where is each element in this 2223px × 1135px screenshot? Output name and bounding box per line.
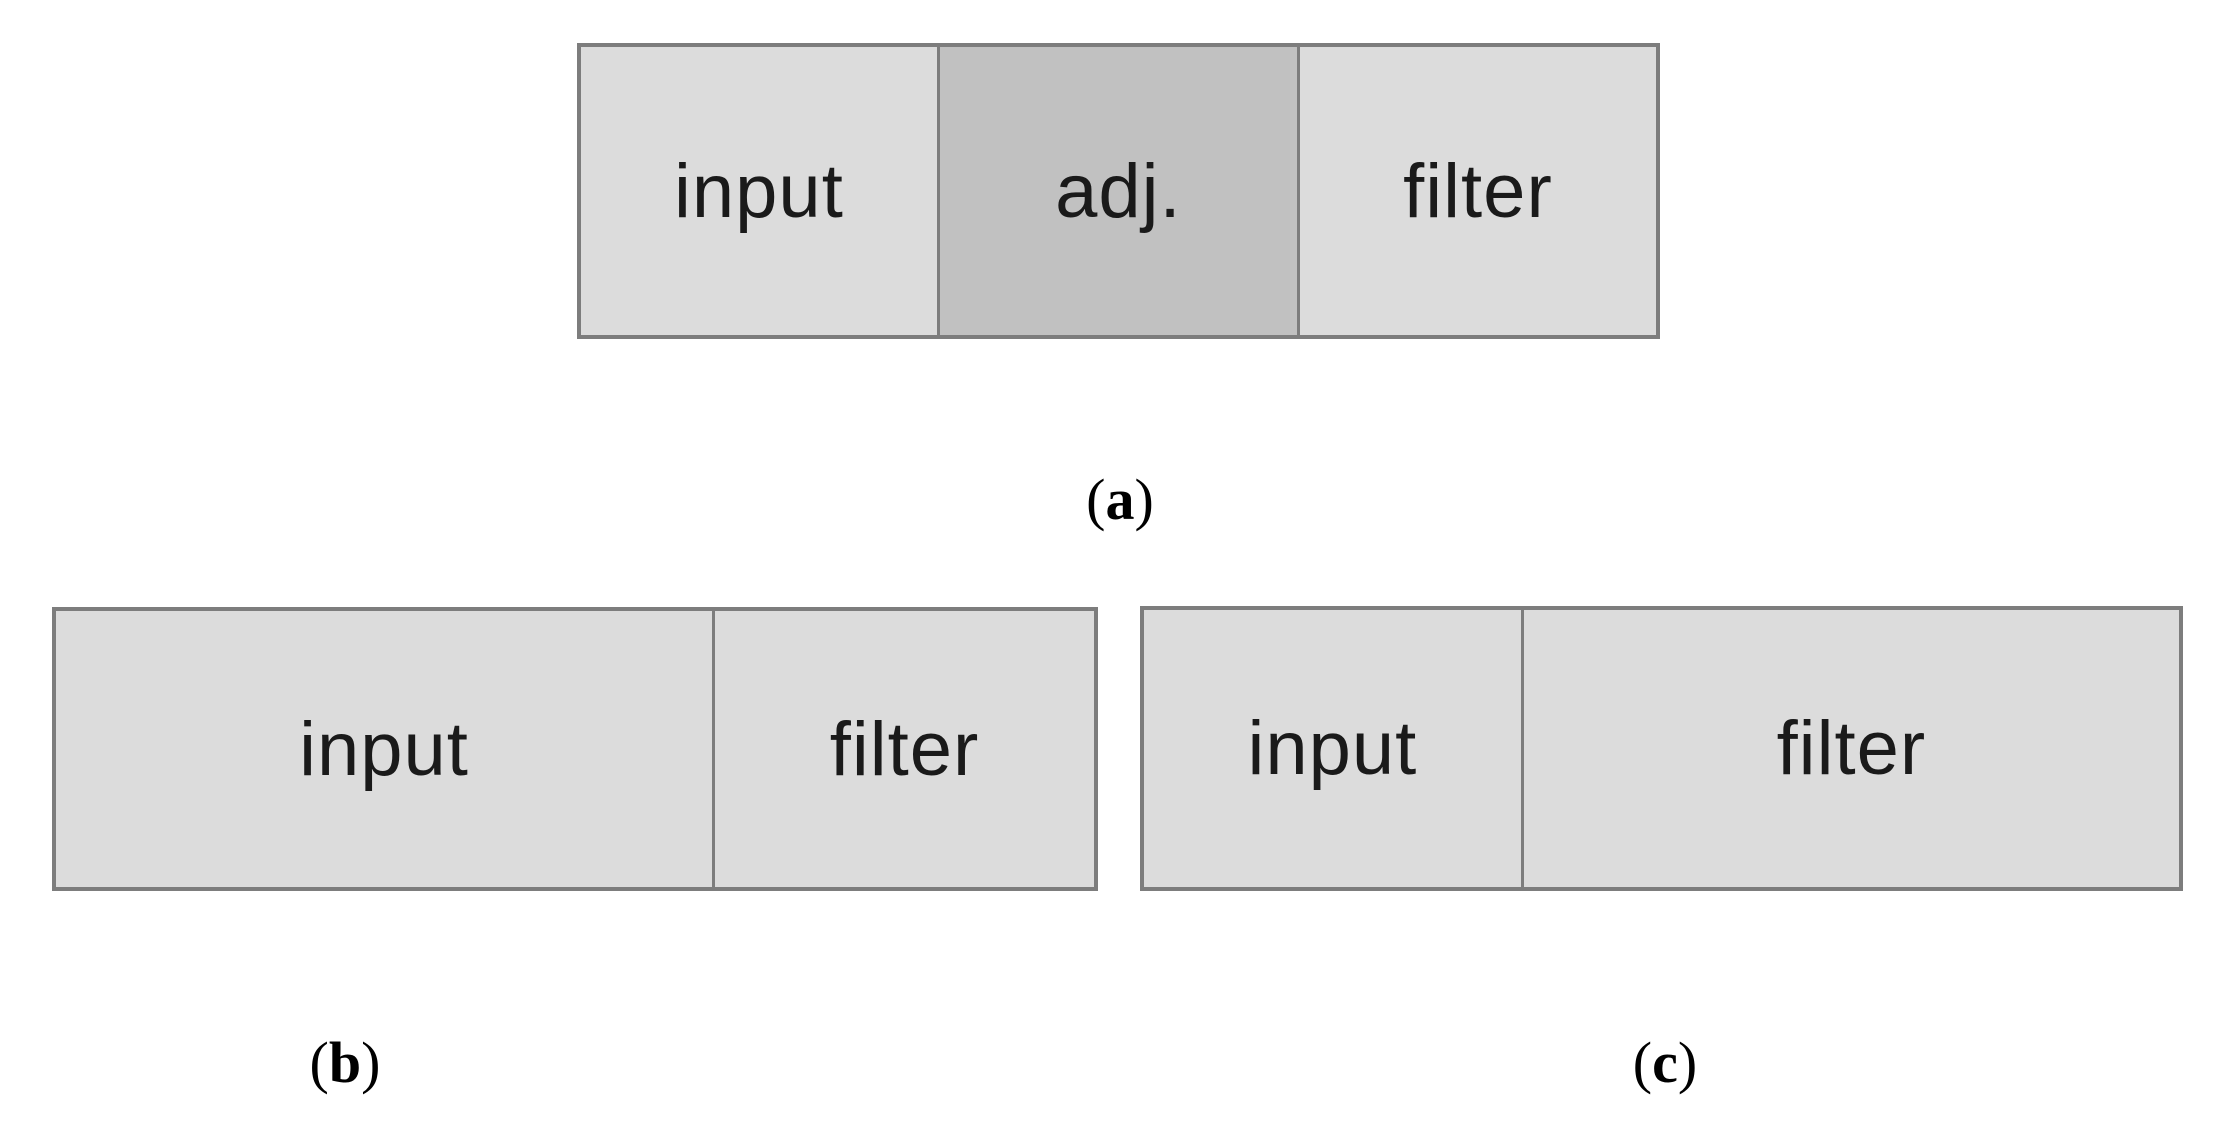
panel-a-caption-letter: a xyxy=(1105,467,1135,532)
panel-b-caption-letter: b xyxy=(328,1030,362,1095)
panel-a-caption-close-paren: ) xyxy=(1134,467,1154,532)
panel-a-segment-adj: adj. xyxy=(936,47,1297,335)
panel-c-caption-close-paren: ) xyxy=(1677,1030,1698,1095)
panel-b-segment-filter: filter xyxy=(712,611,1094,887)
panel-a-segment-filter: filter xyxy=(1296,47,1656,335)
panel-c-segment-input: input xyxy=(1144,610,1521,887)
panel-c-caption-letter: c xyxy=(1652,1030,1678,1095)
panel-a-segment-input: input xyxy=(581,47,937,335)
panel-b-caption-open-paren: ( xyxy=(309,1030,329,1095)
panel-b-bar: input filter xyxy=(52,607,1098,891)
panel-c-bar: input filter xyxy=(1140,606,2183,891)
panel-c-caption: (c) xyxy=(1545,1025,1785,1100)
panel-a-bar: input adj. filter xyxy=(577,43,1660,339)
panel-a-caption: (a) xyxy=(1000,462,1240,537)
panel-a-caption-open-paren: ( xyxy=(1086,467,1106,532)
panel-c-segment-filter: filter xyxy=(1520,610,2179,887)
panel-b-segment-input: input xyxy=(56,611,713,887)
panel-b-caption: (b) xyxy=(225,1025,465,1100)
panel-c-caption-open-paren: ( xyxy=(1632,1030,1653,1095)
panel-b-caption-close-paren: ) xyxy=(361,1030,381,1095)
